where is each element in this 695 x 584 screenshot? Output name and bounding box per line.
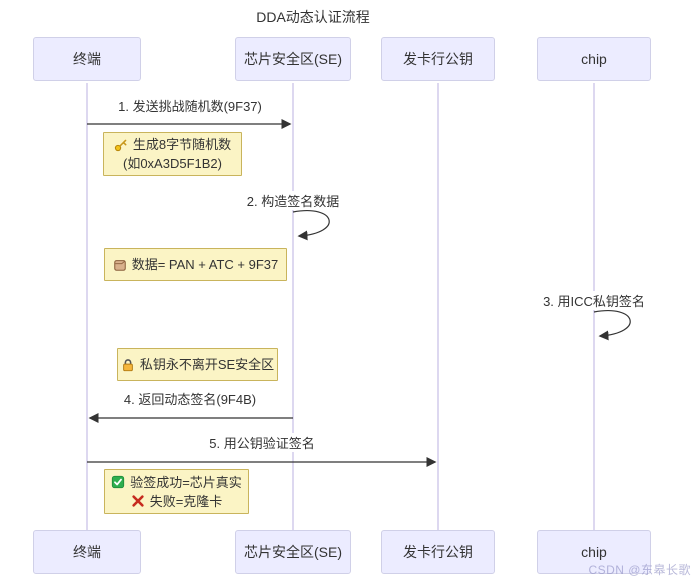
actor-label: 芯片安全区(SE) <box>244 544 342 560</box>
package-icon <box>113 258 127 272</box>
message-label-4: 4. 返回动态签名(9F4B) <box>120 389 260 408</box>
note-text: 生成8字节随机数 <box>132 137 232 152</box>
actor-label: 发卡行公钥 <box>403 51 473 67</box>
message-selfloop-2 <box>292 210 330 241</box>
message-label-5: 5. 用公钥验证签名 <box>206 433 318 452</box>
diagram-title: DDA动态认证流程 <box>256 9 370 25</box>
actor-bottom-issuer-key: 发卡行公钥 <box>381 530 495 574</box>
note-generate-random: 生成8字节随机数 (如0xA3D5F1B2) <box>103 132 242 176</box>
note-text: 验签成功=芯片真实 <box>130 474 242 490</box>
message-selfloop-3 <box>593 310 631 341</box>
message-label-1: 1. 发送挑战随机数(9F37) <box>115 96 265 115</box>
actor-top-issuer-key: 发卡行公钥 <box>381 37 495 81</box>
key-icon <box>114 138 128 152</box>
actor-label: 终端 <box>73 544 101 560</box>
note-text: 私钥永不离开SE安全区 <box>139 357 275 372</box>
note-text: (如0xA3D5F1B2) <box>123 156 222 171</box>
note-text: 数据= PAN + ATC + 9F37 <box>131 257 279 272</box>
lock-icon <box>121 358 135 372</box>
actor-label: chip <box>581 544 607 560</box>
message-label-2: 2. 构造签名数据 <box>243 191 343 210</box>
actor-top-se: 芯片安全区(SE) <box>235 37 351 81</box>
actor-bottom-chip: chip <box>537 530 651 574</box>
actor-top-terminal: 终端 <box>33 37 141 81</box>
note-private-key: 私钥永不离开SE安全区 <box>117 348 278 381</box>
note-text: 失败=克隆卡 <box>149 493 223 509</box>
actor-bottom-terminal: 终端 <box>33 530 141 574</box>
note-verify-result: 验签成功=芯片真实 失败=克隆卡 <box>104 469 249 514</box>
actor-label: 芯片安全区(SE) <box>244 51 342 67</box>
message-label-3: 3. 用ICC私钥签名 <box>540 291 648 310</box>
actor-bottom-se: 芯片安全区(SE) <box>235 530 351 574</box>
actor-label: chip <box>581 51 607 67</box>
actor-label: 终端 <box>73 51 101 67</box>
actor-top-chip: chip <box>537 37 651 81</box>
actor-label: 发卡行公钥 <box>403 544 473 560</box>
watermark: CSDN @东皋长歌 <box>588 563 691 577</box>
note-sign-data: 数据= PAN + ATC + 9F37 <box>104 248 287 281</box>
cross-icon <box>131 494 145 508</box>
check-icon <box>111 475 125 489</box>
